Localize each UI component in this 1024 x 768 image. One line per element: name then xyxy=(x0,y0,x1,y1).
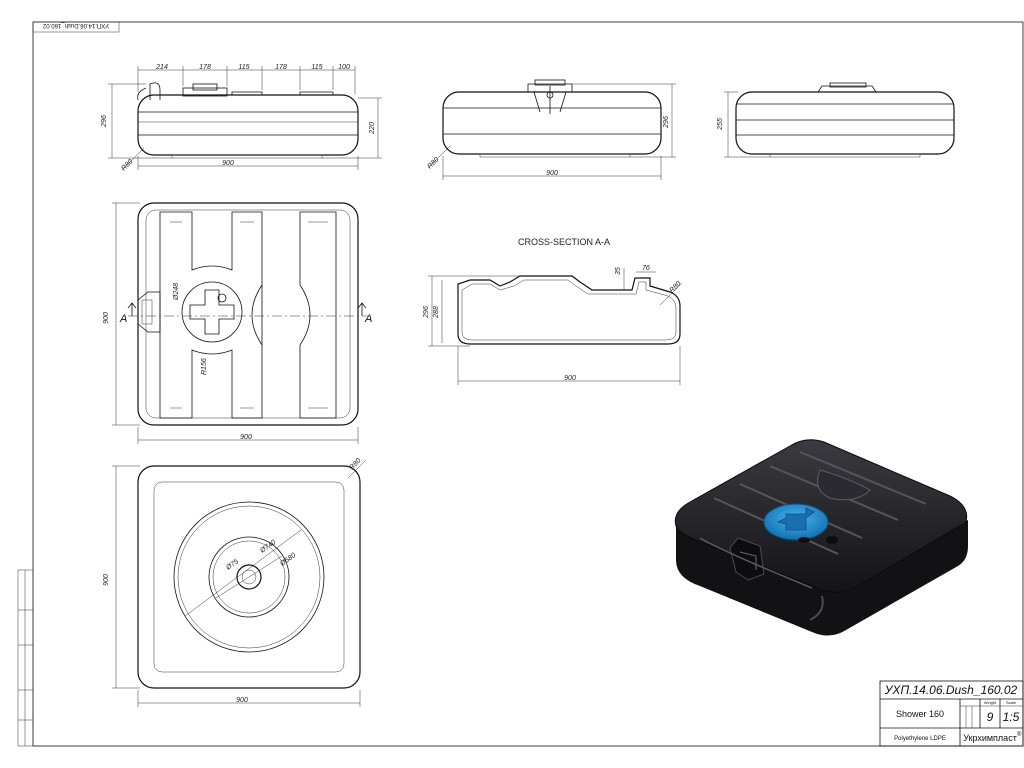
dim-section-width: 900 xyxy=(564,375,576,382)
dim-front-115a: 115 xyxy=(238,64,249,71)
title-block-code: УХП.14.06.Dush_160.02 xyxy=(884,683,1018,697)
side-view: 296 R80 900 xyxy=(426,79,676,180)
dim-section-296: 296 xyxy=(423,306,430,319)
plan-view: A A 900 900 Ø248 R156 xyxy=(103,202,372,444)
dim-bottom-height: 900 xyxy=(103,574,110,586)
dim-front-178a: 178 xyxy=(199,64,211,71)
dim-front-width: 900 xyxy=(222,160,234,167)
dim-front-100: 100 xyxy=(338,64,350,71)
dim-plan-dia: Ø248 xyxy=(173,283,180,301)
dim-bottom-radius: R80 xyxy=(348,457,362,471)
dim-front-178b: 178 xyxy=(275,64,287,71)
section-title: CROSS-SECTION A-A xyxy=(518,237,610,247)
dim-section-288: 288 xyxy=(433,306,440,319)
title-block: УХП.14.06.Dush_160.02 Shower 160 Polyeth… xyxy=(879,680,1024,747)
dim-plan-radius: R156 xyxy=(201,358,208,375)
dim-front-214: 214 xyxy=(155,64,168,71)
section-marker-left: A xyxy=(119,313,127,325)
sheet-frame xyxy=(32,21,1024,747)
section-marker-right: A xyxy=(364,313,372,325)
title-block-weight-label: Weight xyxy=(984,700,997,705)
right-view: 255 xyxy=(717,82,955,158)
title-block-weight: 9 xyxy=(987,710,994,724)
dim-side-height: 296 xyxy=(663,116,670,129)
dim-front-right: 220 xyxy=(369,122,376,135)
title-block-scale: 1:5 xyxy=(1003,710,1020,724)
stamp-box xyxy=(32,21,120,33)
title-block-material: Polyethylene LDPE xyxy=(894,736,946,742)
front-view: 214 178 115 178 115 100 296 220 R80 900 xyxy=(101,64,382,172)
title-block-name: Shower 160 xyxy=(896,709,944,719)
cross-section: CROSS-SECTION A-A 296 288 35 76 R80 900 xyxy=(423,237,683,385)
title-block-company: Укрхимпласт xyxy=(963,733,1017,743)
dim-plan-height: 900 xyxy=(103,312,110,324)
dim-section-76: 76 xyxy=(642,265,650,272)
dim-front-height: 296 xyxy=(101,115,108,128)
dim-side-radius: R80 xyxy=(426,156,440,170)
stamp-text: УХП.14.06.Dush_160.02 xyxy=(42,22,109,28)
dim-bottom-width: 900 xyxy=(236,697,248,704)
bottom-view: Ø740 Ø580 Ø75 R80 900 900 xyxy=(103,457,367,707)
dim-section-35: 35 xyxy=(615,267,622,275)
dim-front-115b: 115 xyxy=(311,64,322,71)
dim-bottom-d3: Ø75 xyxy=(224,558,240,572)
dim-front-radius: R80 xyxy=(120,158,134,172)
dim-plan-width: 900 xyxy=(240,434,252,441)
dim-section-radius: R80 xyxy=(668,280,682,294)
dim-right-height: 255 xyxy=(717,118,724,131)
dim-side-width: 900 xyxy=(546,170,558,177)
registered-mark: ® xyxy=(1017,731,1022,738)
tank-3d-render xyxy=(674,439,968,636)
binding-strip xyxy=(17,569,34,747)
title-block-scale-label: Scale xyxy=(1006,700,1017,705)
